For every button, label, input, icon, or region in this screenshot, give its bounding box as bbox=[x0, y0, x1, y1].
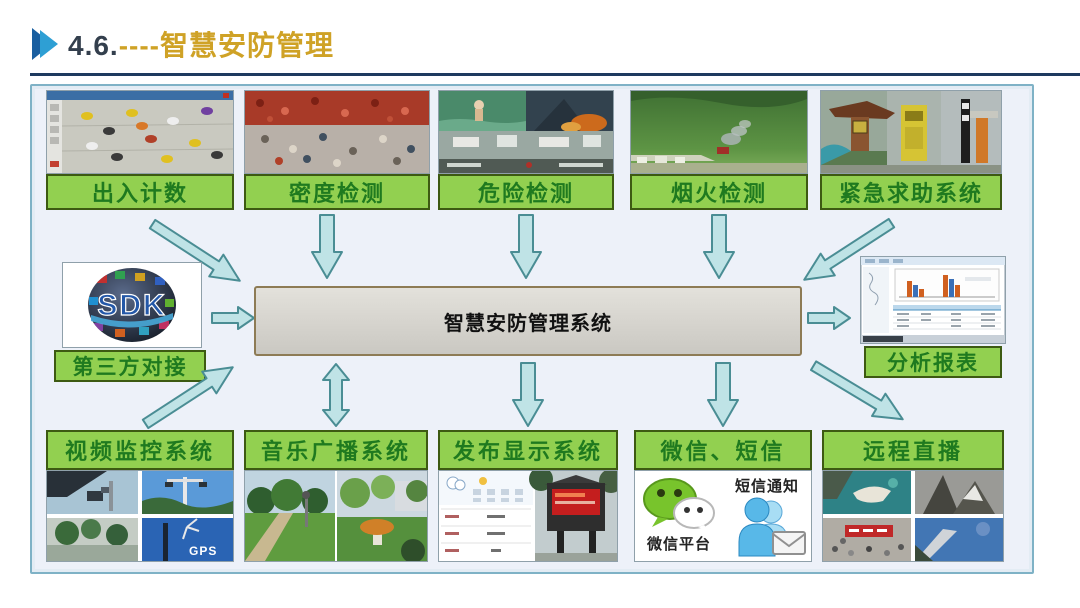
bottom-item-label: 微信、短信 bbox=[634, 430, 812, 470]
bottom-item-label: 发布显示系统 bbox=[438, 430, 618, 470]
double-triangle-icon bbox=[32, 28, 58, 60]
top-item-density: 密度检测 bbox=[244, 90, 430, 210]
arrow-center-to-display bbox=[511, 362, 545, 428]
top-item-label: 紧急求助系统 bbox=[820, 174, 1002, 210]
sdk-text: SDK bbox=[97, 289, 166, 322]
arrow-center-to-report bbox=[806, 304, 852, 332]
report-label: 分析报表 bbox=[864, 346, 1002, 378]
report-image bbox=[860, 256, 1006, 344]
sdk-image: SDK bbox=[62, 262, 202, 348]
slide-header: 4.6.----智慧安防管理 bbox=[30, 24, 334, 64]
sdk-item: SDK bbox=[62, 262, 202, 348]
arrow-sdk-to-center bbox=[210, 304, 256, 332]
top-item-danger: 危险检测 bbox=[438, 90, 614, 210]
arrow-smoke-to-center bbox=[702, 214, 736, 280]
live-image bbox=[822, 470, 1004, 562]
page-title-line: 4.6.----智慧安防管理 bbox=[68, 24, 334, 64]
section-number: 4.6. bbox=[68, 30, 119, 61]
title-dashes: ---- bbox=[118, 30, 160, 61]
top-item-label: 密度检测 bbox=[244, 174, 430, 210]
bottom-item-label: 视频监控系统 bbox=[46, 430, 234, 470]
report-item bbox=[860, 256, 1006, 344]
bottom-item-live: 远程直播 bbox=[822, 430, 1004, 562]
arrow-center-music-bidirectional bbox=[319, 362, 353, 428]
bottom-item-label: 远程直播 bbox=[822, 430, 1004, 470]
top-item-label: 危险检测 bbox=[438, 174, 614, 210]
center-system-box: 智慧安防管理系统 bbox=[254, 286, 802, 356]
top-item-smoke: 烟火检测 bbox=[630, 90, 808, 210]
bottom-item-wechat-sms: 微信、短信 微信平台 短信通知 bbox=[634, 430, 812, 562]
page-title: 智慧安防管理 bbox=[160, 30, 335, 61]
gps-caption: GPS bbox=[189, 544, 217, 558]
entry-count-image bbox=[46, 90, 234, 174]
center-system-label: 智慧安防管理系统 bbox=[444, 312, 612, 335]
smoke-image bbox=[630, 90, 808, 174]
bottom-item-label: 音乐广播系统 bbox=[244, 430, 428, 470]
top-item-emergency: 紧急求助系统 bbox=[820, 90, 1002, 210]
display-image bbox=[438, 470, 618, 562]
bottom-item-video: 视频监控系统 GP bbox=[46, 430, 234, 562]
emergency-image bbox=[820, 90, 1002, 174]
arrow-emergency-to-center bbox=[792, 208, 903, 296]
top-item-label: 出入计数 bbox=[46, 174, 234, 210]
danger-image bbox=[438, 90, 614, 174]
title-underline bbox=[30, 73, 1080, 76]
arrow-center-to-live bbox=[803, 350, 915, 436]
video-image: GPS bbox=[46, 470, 234, 562]
arrow-center-to-sms bbox=[706, 362, 740, 428]
arrow-danger-to-center bbox=[509, 214, 543, 280]
wechat-block: 微信平台 bbox=[635, 471, 723, 561]
arrow-entry-to-center bbox=[142, 209, 253, 297]
top-item-entry-count: 出入计数 bbox=[46, 90, 234, 210]
wechat-caption: 微信平台 bbox=[646, 536, 711, 553]
bottom-item-music: 音乐广播系统 bbox=[244, 430, 428, 562]
wechat-sms-panel: 微信平台 短信通知 bbox=[634, 470, 812, 562]
sms-caption: 短信通知 bbox=[734, 478, 799, 495]
wechat-icon bbox=[643, 478, 715, 532]
sms-icon bbox=[738, 497, 806, 557]
diagram-frame: 出入计数 密度检测 bbox=[30, 84, 1034, 574]
music-image bbox=[244, 470, 428, 562]
top-item-label: 烟火检测 bbox=[630, 174, 808, 210]
sdk-label: 第三方对接 bbox=[54, 350, 206, 382]
density-image bbox=[244, 90, 430, 174]
sms-block: 短信通知 bbox=[723, 471, 811, 561]
bottom-item-display: 发布显示系统 bbox=[438, 430, 618, 562]
arrow-density-to-center bbox=[310, 214, 344, 280]
arrow-video-to-center bbox=[135, 351, 246, 439]
